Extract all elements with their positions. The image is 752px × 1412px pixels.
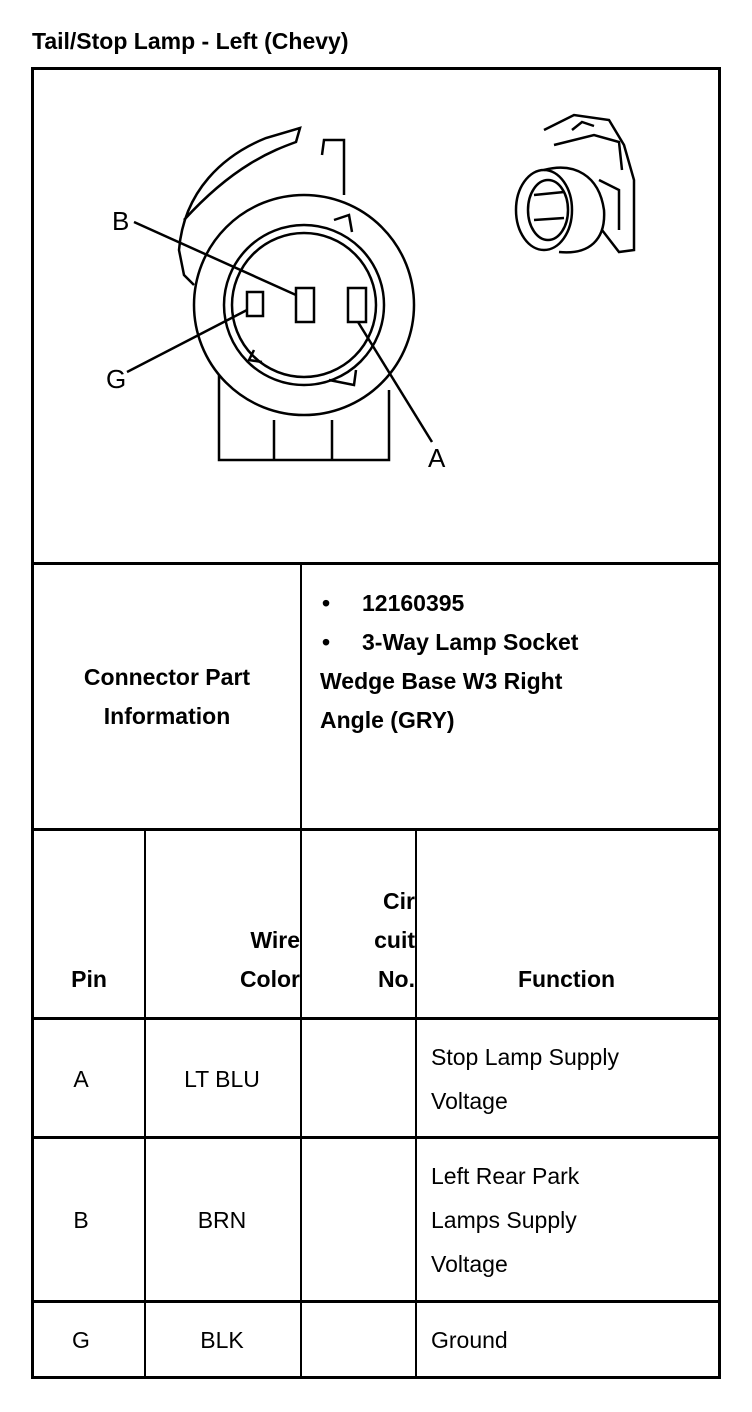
divider — [415, 831, 417, 1376]
function-line: Voltage — [431, 1251, 508, 1277]
table-row-pin: B — [73, 1207, 89, 1233]
part-description-line: Wedge Base W3 Right — [320, 668, 563, 694]
header-wire-color-line: Wire — [250, 927, 300, 953]
connector-diagram: B G A — [34, 70, 718, 565]
table-row-wire: BLK — [200, 1326, 244, 1353]
function-line: Ground — [431, 1326, 508, 1353]
table-row-pin: G — [72, 1326, 90, 1353]
connector-face-drawing: B G A — [106, 113, 636, 473]
connector-info-heading: Connector Part Information — [34, 565, 300, 828]
divider — [34, 1136, 718, 1139]
header-circuit-no: Cir cuit No. — [300, 831, 415, 1017]
table-row-circuit — [300, 1303, 415, 1376]
pin-a-callout: A — [428, 443, 446, 473]
header-pin: Pin — [71, 966, 107, 992]
list-item: •3-Way Lamp Socket — [320, 623, 578, 662]
divider — [34, 562, 718, 565]
function-line: Lamps Supply — [431, 1207, 577, 1233]
header-circuit-line: Cir — [383, 888, 415, 914]
divider — [34, 1017, 718, 1020]
table-row-wire: BRN — [197, 1207, 247, 1233]
header-function: Function — [517, 966, 616, 992]
header-circuit-line: No. — [377, 966, 415, 992]
connector-info-heading-line: Information — [103, 702, 231, 729]
connector-table: B G A Connector Part Information •121603… — [31, 67, 721, 1379]
function-line: Stop Lamp Supply — [431, 1043, 619, 1070]
function-line: Left Rear Park — [431, 1163, 580, 1189]
divider — [34, 828, 718, 831]
table-row-wire: LT BLU — [184, 1065, 260, 1092]
list-item: •12160395 — [320, 584, 578, 623]
divider — [144, 831, 146, 1376]
divider — [300, 831, 302, 1376]
header-circuit-line: cuit — [374, 927, 415, 953]
table-row-function: Ground — [431, 1303, 718, 1376]
divider — [300, 565, 302, 828]
table-row-function: Left Rear Park Lamps Supply Voltage — [431, 1139, 718, 1301]
divider — [34, 1300, 718, 1303]
connector-info-heading-line: Connector Part — [83, 663, 251, 690]
page-title: Tail/Stop Lamp - Left (Chevy) — [32, 28, 349, 54]
table-row-pin: A — [73, 1065, 89, 1092]
pin-g-callout: G — [106, 364, 126, 394]
header-wire-color-line: Color — [239, 966, 300, 992]
function-line: Voltage — [431, 1087, 508, 1114]
connector-info-details: •12160395 •3-Way Lamp Socket Wedge Base … — [320, 584, 578, 740]
table-row-function: Stop Lamp Supply Voltage — [431, 1020, 718, 1137]
table-row-circuit — [300, 1020, 415, 1137]
header-wire-color: Wire Color — [144, 831, 300, 1017]
pin-b-callout: B — [112, 206, 129, 236]
part-number: 12160395 — [362, 590, 465, 616]
part-description-line: Angle (GRY) — [320, 707, 455, 733]
table-row-circuit — [300, 1139, 415, 1301]
part-description: 3-Way Lamp Socket — [362, 629, 579, 655]
